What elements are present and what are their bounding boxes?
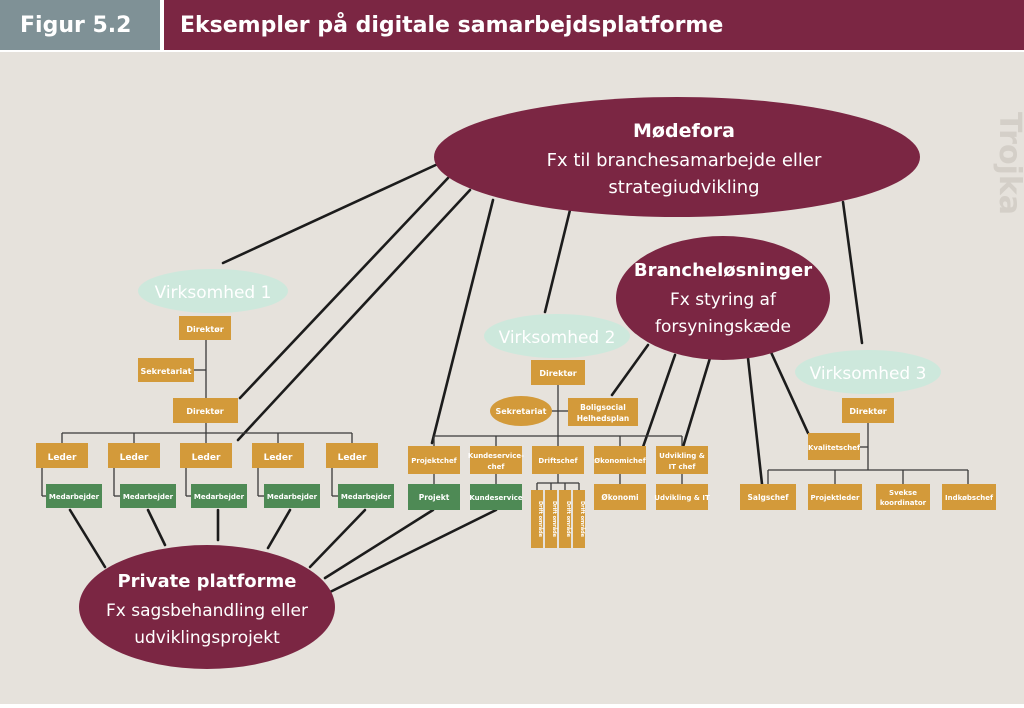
v3-staff-line1: Indkøbschef — [945, 494, 994, 502]
line-private-emp5 — [308, 508, 367, 569]
v1-director-mid: Direktør — [186, 407, 223, 416]
modefora-line1: Fx til branchesamarbejde eller — [547, 150, 822, 171]
v1-leader: Leder — [48, 453, 77, 463]
v3-quality: Kvalitetschef — [808, 444, 861, 452]
v2-director: Direktør — [539, 369, 576, 378]
private-line1: Fx sagsbehandling eller — [106, 601, 308, 621]
v1-employee: Medarbejder — [267, 493, 318, 501]
v3-staff-line1: Salgschef — [747, 493, 789, 502]
v2-secretariat: Sekretariat — [495, 407, 546, 416]
v1-employee: Medarbejder — [49, 493, 100, 501]
line-modefora-v1 — [221, 161, 442, 265]
v2-manager-line1: Økonomichef — [594, 457, 647, 465]
virksomhed-2-label: Virksomhed 2 — [484, 314, 630, 358]
line-private-emp1 — [68, 508, 107, 569]
v2-ops-unit: Drift område — [537, 501, 544, 538]
branche-line1: Fx styring af — [670, 290, 777, 310]
v2-ops-unit: Drift område — [551, 501, 558, 538]
line-branche-kvalitetschef — [768, 348, 810, 435]
v1-director-mid-box — [173, 398, 238, 423]
diagram-canvas: Trojka — [0, 52, 1024, 704]
modefora-title: Mødefora — [633, 120, 735, 142]
v2-manager-line2: chef — [488, 463, 506, 471]
v3-quality-box — [808, 433, 860, 460]
line-private-projekt — [323, 508, 435, 580]
org-connectors — [41, 340, 969, 497]
modefora-platform: Mødefora Fx til branchesamarbejde eller … — [434, 97, 920, 217]
v2-housing-line1: Boligsocial — [580, 403, 626, 412]
line-modefora-projektchef — [430, 198, 495, 445]
v2-unit: Projekt — [419, 493, 450, 502]
v1-employee: Medarbejder — [341, 493, 392, 501]
v2-unit: Økonomi — [601, 493, 638, 502]
v2-manager-line1: Projektchef — [411, 457, 457, 465]
trojka-watermark: Trojka — [992, 112, 1024, 215]
v2-housing-box — [568, 398, 638, 426]
line-modefora-leder3 — [236, 188, 472, 442]
svg-text:Virksomhed 1: Virksomhed 1 — [155, 283, 272, 303]
v2-manager-line1: Kundeservice- — [468, 452, 524, 460]
private-line2: udviklingsprojekt — [134, 628, 280, 648]
branche-title: Brancheløsninger — [634, 260, 812, 281]
v1-leader: Leder — [192, 453, 221, 463]
v1-director-top: Direktør — [186, 325, 223, 334]
v2-director-box — [531, 360, 585, 385]
virksomhed-3-label: Virksomhed 3 — [795, 350, 941, 394]
v1-org-chart: Direktør Sekretariat Direktør Leder Lede… — [36, 316, 394, 508]
v2-ops-unit: Drift område — [579, 501, 586, 538]
svg-text:Virksomhed 2: Virksomhed 2 — [499, 328, 616, 348]
branche-platform: Brancheløsninger Fx styring af forsyning… — [616, 236, 830, 360]
v2-secretariat-ellipse — [490, 396, 552, 426]
line-branche-okonomichef — [641, 353, 677, 449]
v3-staff-line1: Svekse — [889, 489, 917, 497]
line-branche-it-chef — [681, 356, 712, 449]
virksomhed-1-label: Virksomhed 1 — [138, 269, 288, 313]
v3-director: Direktør — [849, 407, 886, 416]
v2-manager-line2: IT chef — [669, 463, 697, 471]
line-modefora-v2 — [543, 208, 572, 314]
v2-manager-line1: Driftschef — [538, 457, 578, 465]
v2-unit: Kundeservice — [469, 494, 523, 502]
v3-org-chart: Direktør Kvalitetschef Salgschef Projekt… — [740, 398, 996, 510]
line-branche-boligsocial — [610, 343, 650, 397]
line-private-kundeservice — [328, 508, 498, 594]
v2-org-chart: Direktør Sekretariat Boligsocial Helheds… — [408, 360, 710, 548]
figure-number-label: Figur 5.2 — [0, 0, 160, 50]
v3-staff-line1: Projektleder — [811, 494, 860, 502]
v1-employee: Medarbejder — [123, 493, 174, 501]
v1-leader: Leder — [120, 453, 149, 463]
v2-housing-line2: Helhedsplan — [577, 414, 630, 423]
line-private-emp2 — [146, 508, 167, 547]
v2-unit: Udvikling & IT — [654, 494, 710, 502]
private-platform: Private platforme Fx sagsbehandling elle… — [79, 545, 335, 669]
v1-leader: Leder — [264, 453, 293, 463]
branche-ellipse — [616, 236, 830, 360]
svg-text:Virksomhed 3: Virksomhed 3 — [810, 364, 927, 384]
modefora-line2: strategiudvikling — [608, 177, 759, 198]
v1-employee: Medarbejder — [194, 493, 245, 501]
line-branche-salgschef — [746, 356, 764, 486]
v2-ops-unit: Drift område — [565, 501, 572, 538]
line-private-emp4 — [266, 508, 292, 550]
modefora-ellipse — [434, 97, 920, 217]
line-modefora-v3 — [841, 200, 864, 345]
private-title: Private platforme — [117, 571, 296, 592]
line-modefora-direktor1 — [238, 176, 450, 400]
v3-staff-line2: koordinator — [880, 499, 927, 507]
v1-leader: Leder — [338, 453, 367, 463]
v3-director-box — [842, 398, 894, 423]
branche-line2: forsyningskæde — [655, 317, 791, 337]
v1-secretariat-box — [138, 358, 194, 382]
platform-connectors — [68, 161, 864, 594]
v2-manager-line1: Udvikling & — [659, 452, 705, 460]
v1-director-top-box — [179, 316, 231, 340]
v1-secretariat: Sekretariat — [140, 367, 191, 376]
figure-title: Eksempler på digitale samarbejdsplatform… — [164, 0, 1024, 50]
private-ellipse — [79, 545, 335, 669]
org-diagram-svg: Trojka — [36, 97, 1024, 669]
